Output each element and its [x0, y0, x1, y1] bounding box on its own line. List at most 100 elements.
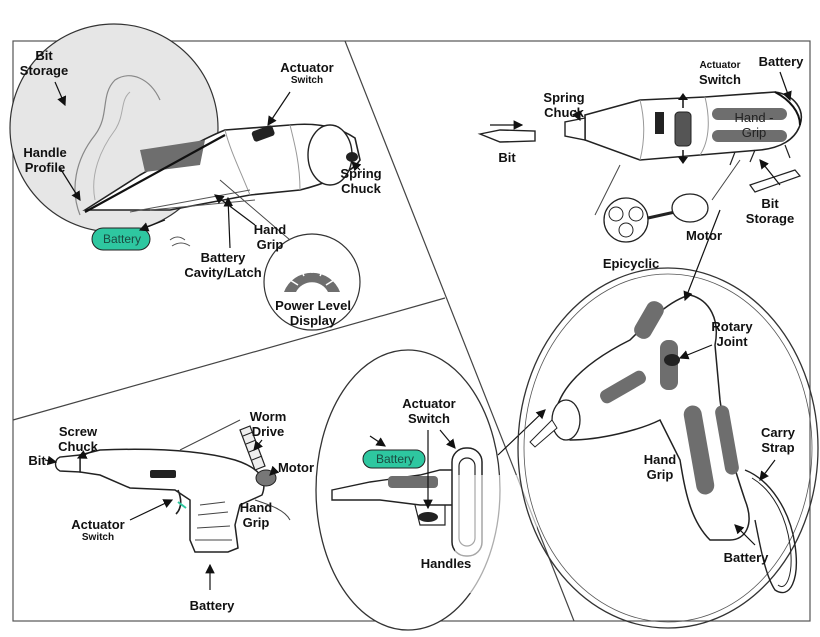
label-worm-drive: Worm Drive	[249, 409, 287, 439]
explode-line-1	[594, 164, 621, 216]
explode-line-2	[711, 159, 741, 201]
chuck-band	[655, 112, 664, 134]
handle-grip-shading	[140, 140, 205, 172]
label-hand-grip-top-left: Hand Grip	[253, 222, 287, 252]
label-battery-pack-top-left: Battery	[102, 232, 141, 246]
battery-pack-bottom-middle	[362, 449, 426, 469]
concept-bottom-middle	[315, 349, 546, 631]
label-actuator-switch-bottom-middle: Actuator Switch	[402, 396, 456, 426]
arrow-actuator-bottom-middle-2	[439, 429, 456, 449]
grip-detail-lines	[195, 501, 232, 541]
arrow-bit-bottom-left	[44, 455, 58, 466]
grip-shading-br-1	[600, 370, 646, 404]
screen-highlight	[455, 475, 537, 593]
label-rotary-joint: Rotary Joint	[711, 319, 753, 349]
bottom-right-callout-2	[523, 273, 813, 623]
arrow-screw-chuck	[76, 449, 96, 459]
spring-chuck-tip	[346, 152, 358, 162]
storage-feet	[729, 144, 791, 166]
label-power-level-display: Power Level Display	[275, 298, 351, 328]
chuck-bottom-right	[551, 399, 581, 441]
label-actuator-switch-top-right: Actuator Switch	[690, 60, 750, 87]
arrow-actuator-top-left	[267, 91, 291, 126]
label-carry-strap: Carry Strap	[761, 425, 795, 455]
label-motor-bottom-left: Motor	[277, 460, 315, 475]
arrow-spring-chuck-top-left	[351, 161, 362, 172]
arrow-rotary-joint	[678, 344, 713, 360]
worm-drive-threads	[242, 431, 263, 461]
hand-grip-shading-top	[712, 108, 787, 120]
carry-strap	[744, 469, 797, 594]
rotary-joint	[664, 354, 680, 366]
trigger-accent	[177, 501, 187, 509]
battery-pack-top-left	[91, 227, 151, 251]
arrow-motor-bottom-left	[269, 465, 280, 476]
power-display-leader	[219, 179, 291, 241]
planet-gear-1	[608, 206, 624, 222]
grip-shading-br-5	[715, 405, 739, 475]
bit-storage-top-right	[749, 169, 802, 193]
actuator-switch-bottom-middle	[418, 512, 438, 522]
arrow-actuator-bottom-left	[129, 499, 174, 521]
actuator-main-text-top-right: Actuator	[699, 60, 741, 71]
actuator-sub-text: Switch	[290, 75, 324, 86]
arrow-battery-bottom-middle	[369, 435, 386, 447]
arrow-hand-grip-top-left	[214, 194, 256, 226]
arrow-battery-bottom-right	[734, 524, 756, 546]
bit-bottom-right	[529, 419, 558, 448]
label-hand-grip-bottom-right: Hand Grip	[643, 452, 677, 482]
actuator-switch-top-right	[674, 111, 692, 147]
concept-top-right	[477, 71, 802, 243]
arrow-bit-storage-bottom-right	[683, 209, 721, 302]
label-hand-grip-bottom-left: Hand Grip	[239, 500, 273, 530]
worm-drive	[239, 425, 266, 471]
grip-shading-br-4	[683, 405, 715, 495]
handle-profile-outline	[84, 134, 226, 213]
label-handle-profile: Handle Profile	[23, 145, 67, 175]
label-bit-storage-top-left: Bit Storage	[19, 48, 69, 78]
actuator-sub-text-bottom-left: Switch	[81, 532, 115, 543]
label-actuator-switch-bottom-left: Actuator Switch	[66, 517, 130, 544]
arrow-battery-cavity	[223, 196, 234, 249]
actuator-sub-text-top-right: Switch	[699, 72, 741, 87]
actuator-switch-shape	[251, 125, 275, 142]
power-level-gauge	[284, 272, 340, 292]
concept-bottom-left	[44, 419, 291, 590]
arrow-bit-storage-top-right	[759, 159, 781, 186]
planet-gear-3	[618, 222, 634, 238]
grip-shading-bottom-middle	[388, 476, 438, 488]
motor-shaft	[647, 210, 676, 220]
label-epicyclic: Epicyclic	[602, 256, 660, 271]
label-battery-top-right: Battery	[758, 54, 804, 69]
label-battery-bottom-right: Battery	[723, 550, 769, 565]
motor-housing-line	[179, 419, 241, 451]
battery-cap-top-right	[774, 91, 801, 126]
battery-motion-marks	[169, 236, 191, 247]
actuator-main-text: Actuator	[280, 60, 334, 75]
label-bit-top-right: Bit	[498, 150, 516, 165]
carry-strap-inner	[751, 477, 792, 588]
battery-housing-lines	[254, 499, 291, 521]
actuator-main-text-bottom-left: Actuator	[71, 517, 125, 532]
drill-body-lines	[224, 124, 301, 196]
label-battery-pack-bottom-middle: Battery	[375, 452, 414, 466]
arrow-worm-drive	[253, 439, 263, 451]
arrow-battery-pack	[138, 219, 166, 232]
bit-top-right	[477, 129, 536, 143]
arrow-bit-storage	[54, 81, 67, 107]
arrow-battery-top-right	[779, 71, 792, 102]
body-detail-lines	[639, 96, 709, 161]
label-screw-chuck: Screw Chuck	[58, 424, 98, 454]
label-actuator-switch-top-left: Actuator Switch	[272, 60, 342, 87]
label-battery-bottom-left: Battery	[189, 598, 235, 613]
battery-cavity-lines	[129, 189, 256, 213]
label-spring-chuck-top-right: Spring Chuck	[543, 90, 585, 120]
label-motor-top-right: Motor	[685, 228, 723, 243]
grip-shading-br-2	[634, 301, 664, 339]
label-battery-cavity-latch: Battery Cavity/Latch	[184, 250, 262, 280]
handle-profile-sketch-inner	[93, 91, 131, 201]
callout-connector	[497, 409, 546, 456]
handle-profile-sketch	[74, 75, 161, 216]
hand-grip-shading-bottom	[712, 130, 787, 142]
